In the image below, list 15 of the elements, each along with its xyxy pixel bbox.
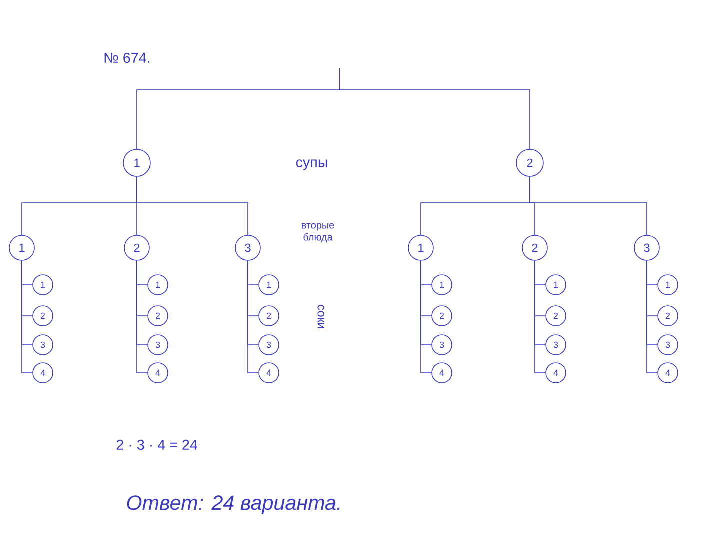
note-text: соки: [318, 305, 324, 328]
note-text: 2 · 3 · 4 = 24: [116, 440, 198, 450]
connector-line: [22, 260, 33, 374]
connector-line: [646, 260, 658, 374]
connector-line: [420, 260, 432, 374]
connector-line: [340, 68, 530, 150]
connector-line: [248, 260, 259, 374]
note-text: супы: [296, 160, 328, 170]
task-number: № 674.: [104, 52, 150, 64]
note-text: Ответ: 24 варианта.: [127, 496, 340, 514]
connector-line: [534, 260, 546, 374]
note-text: вторые блюда: [302, 223, 334, 243]
connector-line: [136, 260, 148, 374]
connector-line: [530, 176, 648, 236]
connector-line: [136, 176, 248, 236]
